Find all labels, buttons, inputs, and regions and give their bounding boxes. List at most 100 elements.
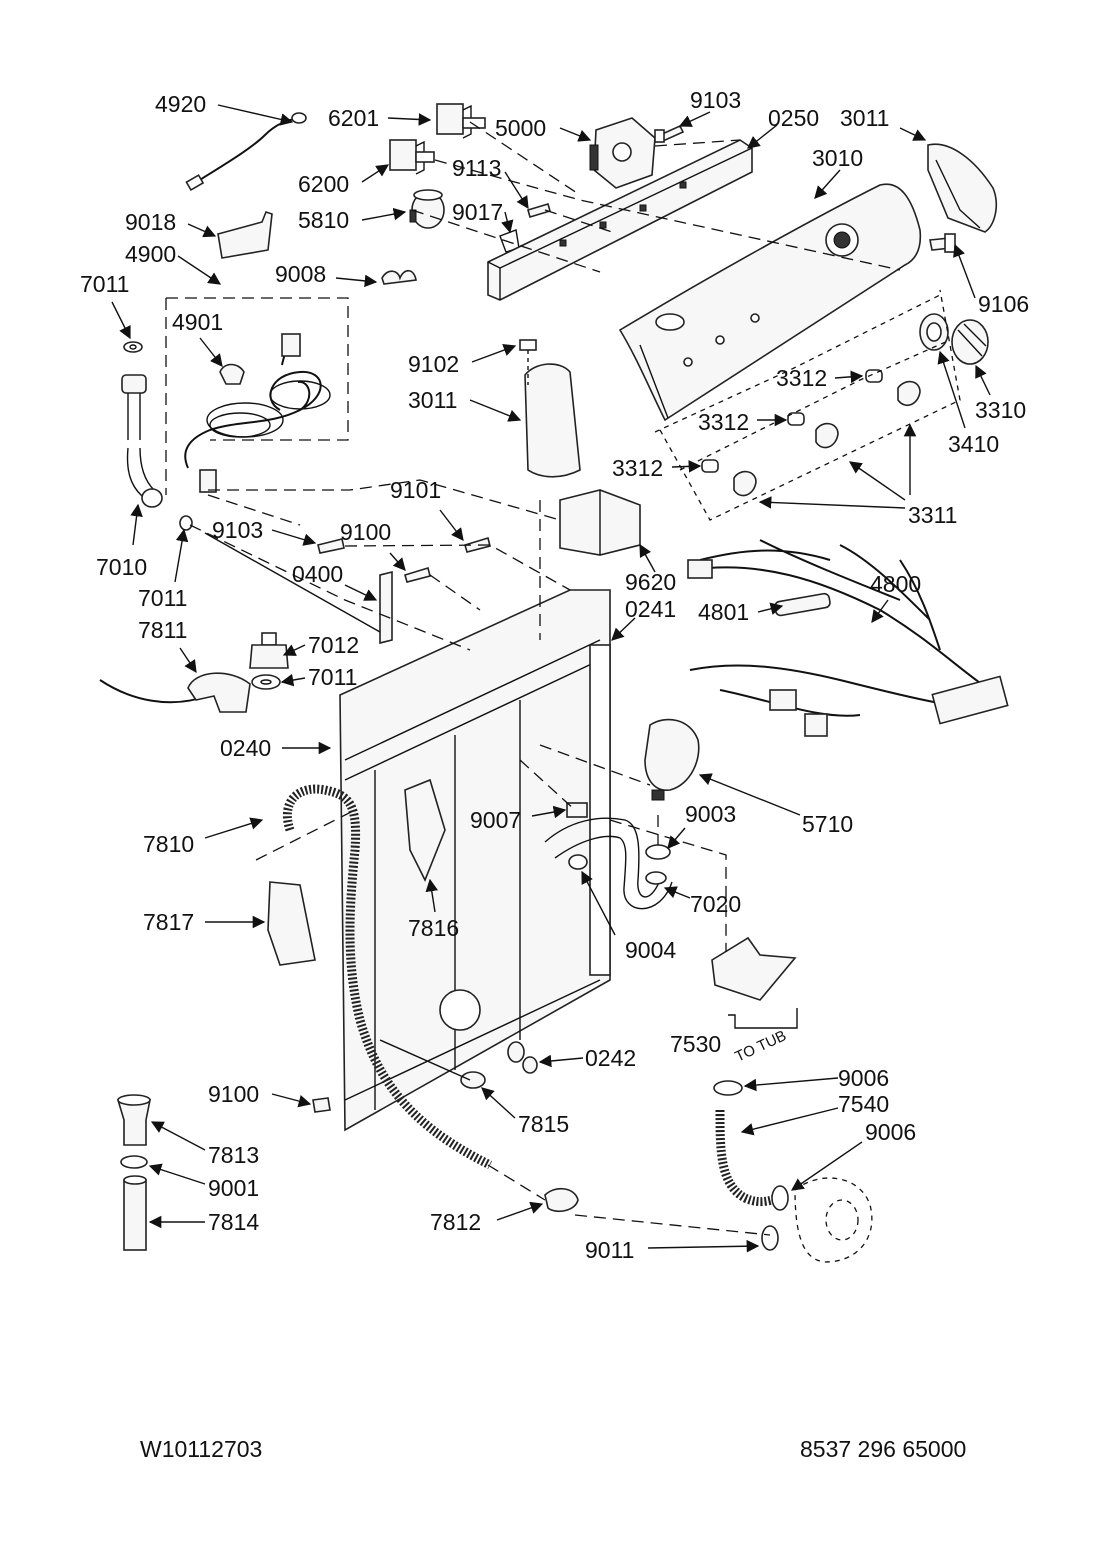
callout-7011-low: 7011: [308, 664, 357, 690]
callout-4920: 4920: [155, 91, 206, 117]
timer-5000: [589, 117, 656, 189]
pressure-switch-5810: [409, 189, 445, 229]
drain-hose-7810: [282, 784, 493, 1170]
strap-0400: [379, 570, 393, 645]
clips-9008: [381, 269, 417, 285]
screw-9103-mid: [317, 538, 345, 554]
clip-7815: [460, 1071, 486, 1089]
callout-9006-low: 9006: [865, 1119, 916, 1145]
callout-7811: 7811: [138, 617, 187, 643]
plug-0242: [507, 1041, 538, 1074]
pump-5710: [644, 718, 700, 801]
callout-4801: 4801: [698, 599, 749, 625]
callout-3311: 3311: [908, 502, 957, 528]
callout-9100-low: 9100: [208, 1081, 259, 1107]
callout-7813: 7813: [208, 1142, 259, 1168]
strain-relief-4901: [219, 363, 245, 385]
callout-4901: 4901: [172, 309, 223, 335]
callout-3011-top: 3011: [840, 105, 889, 131]
endcap-3011-left: [524, 363, 581, 478]
bracket-9620: [559, 489, 641, 556]
spring-3312-a: [865, 369, 883, 383]
clamp-9004: [568, 854, 588, 870]
standpipe-7813: [116, 1094, 151, 1146]
screw-9106: [929, 233, 956, 253]
callout-5810: 5810: [298, 207, 349, 233]
clip-9007: [566, 802, 588, 818]
switch-6200: [389, 139, 435, 175]
clamp-9003: [645, 844, 671, 860]
clamp-9006-top: [713, 1080, 743, 1096]
callout-7540: 7540: [838, 1091, 889, 1117]
callout-3010: 3010: [812, 145, 863, 171]
callout-5000: 5000: [495, 115, 546, 141]
callout-3410: 3410: [948, 431, 999, 457]
callout-9017: 9017: [452, 199, 503, 225]
callout-7011-top: 7011: [80, 271, 129, 297]
callout-0250: 0250: [768, 105, 819, 131]
console-3010: [618, 183, 922, 422]
to-tub-bracket: [728, 1008, 798, 1029]
callout-7530: 7530: [670, 1031, 721, 1057]
callout-9101: 9101: [390, 477, 441, 503]
knob-3311-a: [897, 380, 921, 407]
callout-0242: 0242: [585, 1045, 636, 1071]
washer-7011-top: [123, 341, 143, 353]
power-cord-4900: [165, 297, 349, 495]
knob-3311-b: [815, 422, 839, 449]
knob-3310: [951, 319, 989, 365]
callout-3312-c: 3312: [612, 455, 663, 481]
callout-9006-top: 9006: [838, 1065, 889, 1091]
callout-3312-b: 3312: [698, 409, 749, 435]
clip-7816: [404, 778, 446, 882]
switch-6201: [436, 103, 486, 139]
leader-arrows: [111, 104, 991, 1253]
clamp-9001: [120, 1155, 148, 1169]
screw-9100-low: [312, 1097, 331, 1113]
callout-7012: 7012: [308, 632, 359, 658]
callout-7812: 7812: [430, 1209, 481, 1235]
callout-0240: 0240: [220, 735, 271, 761]
callout-6200: 6200: [298, 171, 349, 197]
callout-9103-mid: 9103: [212, 517, 263, 543]
footer-right-code: 8537 296 65000: [800, 1436, 966, 1462]
callout-7020: 7020: [690, 891, 741, 917]
washer-7011-mid: [179, 515, 193, 531]
clamp-9006-low: [771, 1185, 789, 1211]
callout-9106: 9106: [978, 291, 1029, 317]
assembly-lines: [189, 121, 901, 1236]
footer-left-code: W10112703: [140, 1436, 262, 1462]
wire-4920: [185, 112, 307, 192]
standpipe-7814: [123, 1175, 147, 1251]
callout-9100-mid: 9100: [340, 519, 391, 545]
callout-9620: 9620: [625, 569, 676, 595]
screw-9101: [464, 536, 491, 553]
callout-0400: 0400: [292, 561, 343, 587]
tub-outline: [794, 1177, 873, 1263]
callout-4800: 4800: [870, 571, 921, 597]
callout-7816: 7816: [408, 915, 459, 941]
callout-9008: 9008: [275, 261, 326, 287]
callout-4900: 4900: [125, 241, 176, 267]
bracket-7530: [711, 936, 797, 1001]
knob-3410: [919, 313, 949, 351]
callout-7814: 7814: [208, 1209, 259, 1235]
callout-9103-top: 9103: [690, 87, 741, 113]
knob-3311-c: [733, 470, 757, 497]
callout-9003: 9003: [685, 801, 736, 827]
callout-3312-a: 3312: [776, 365, 827, 391]
callout-9007: 9007: [470, 807, 521, 833]
endcap-3011-right: [927, 143, 997, 233]
callout-0241: 0241: [625, 596, 676, 622]
screw-9102: [519, 339, 537, 385]
wire-7811: [99, 672, 251, 713]
callout-7815: 7815: [518, 1111, 569, 1137]
callout-9018: 9018: [125, 209, 176, 235]
clamp-7812: [544, 1187, 579, 1213]
callout-9113: 9113: [452, 155, 501, 181]
hose-7540: [715, 1109, 780, 1207]
console-bracket-0250: [487, 139, 753, 301]
hose-7020: [544, 817, 673, 910]
callout-labels: 4920 6201 5000 9103 0250 3011 3010 6200 …: [80, 87, 1029, 1263]
